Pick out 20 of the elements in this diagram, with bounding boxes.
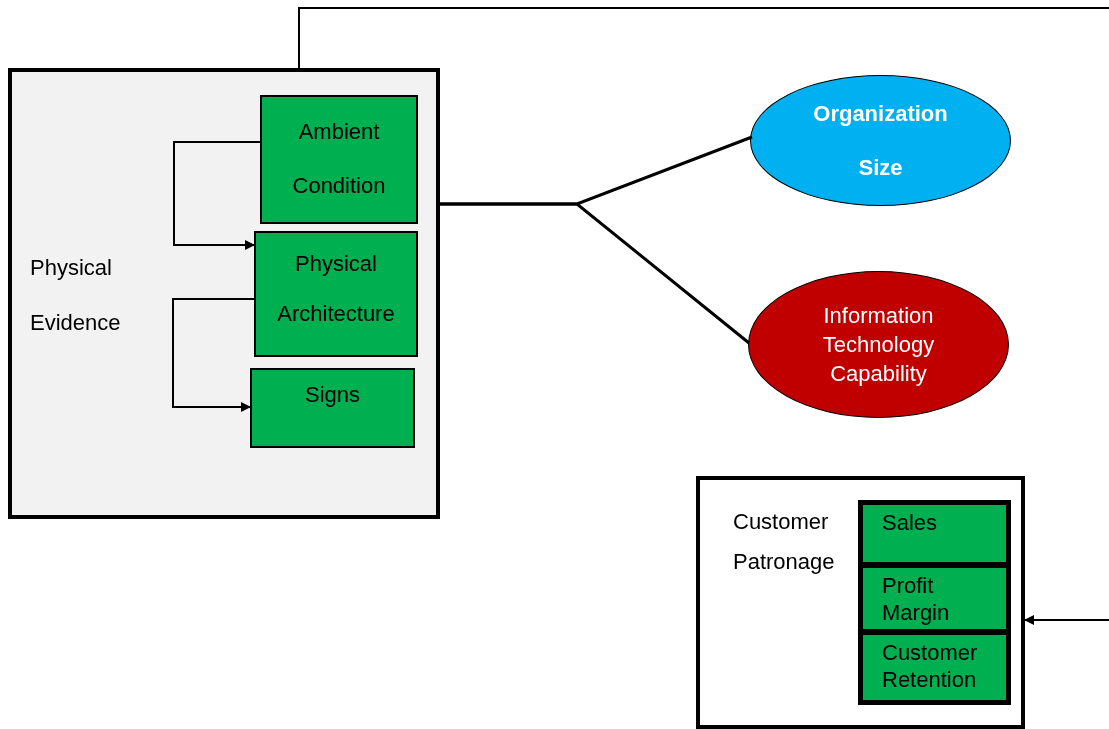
connector [440,202,750,345]
process-box [250,368,415,448]
node-label: Customer Patronage [733,508,836,576]
node-label: Sales [881,509,939,536]
connector [173,141,261,250]
node-label: Signs [303,381,361,409]
node-label: Profit Margin [881,572,951,626]
connector [1024,615,1109,625]
group-box [8,68,440,519]
node-label: Ambient Condition [291,118,387,200]
node-label: Physical Evidence [30,254,122,337]
node-label: Physical Architecture [276,250,396,328]
group-box [696,476,1025,729]
node-label: Customer Retention [881,639,979,693]
connector [172,298,255,412]
node-label: Information Technology Capability [821,302,936,388]
node-label: Organization Size [812,99,949,182]
process-box [254,231,418,357]
process-box [260,95,418,224]
connector [298,7,1109,69]
